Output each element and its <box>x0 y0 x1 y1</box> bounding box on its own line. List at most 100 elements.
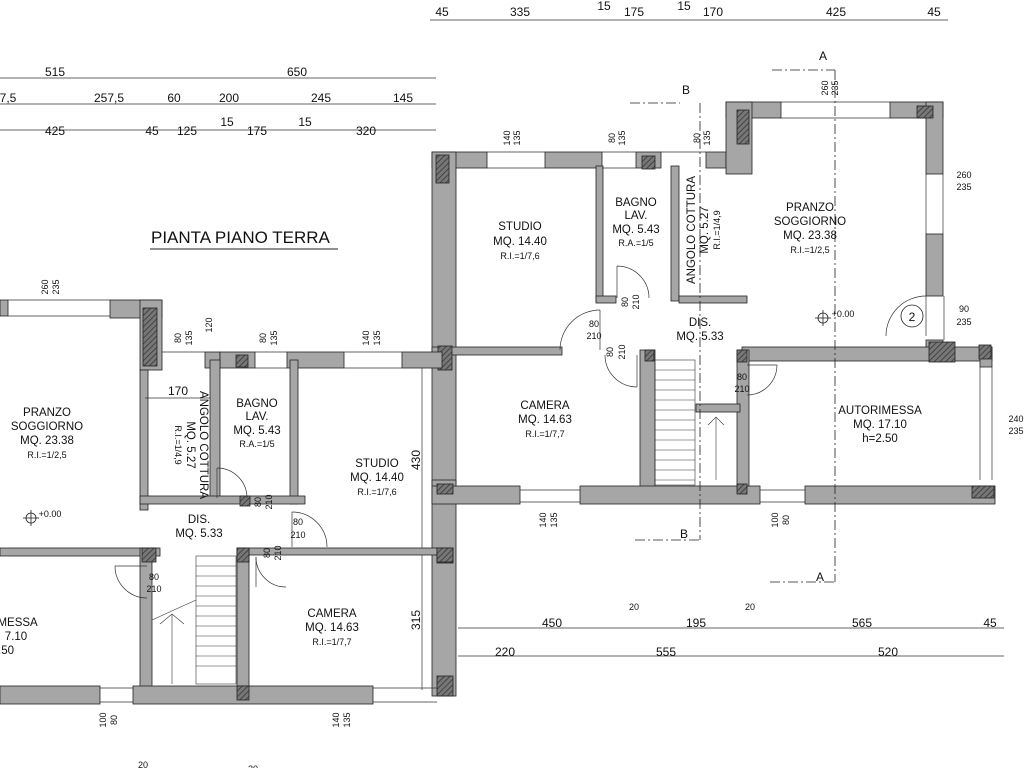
svg-text:80: 80 <box>262 548 272 558</box>
svg-text:245: 245 <box>311 91 331 105</box>
svg-text:135: 135 <box>512 130 522 145</box>
svg-text:IMESSA: IMESSA <box>0 617 38 629</box>
svg-text:125: 125 <box>177 124 197 138</box>
left-unit-stairs <box>151 555 237 685</box>
svg-text:LAV.: LAV. <box>245 411 268 423</box>
section-b-top: B <box>682 83 690 97</box>
svg-text:R.I.=1/4,9: R.I.=1/4,9 <box>173 425 183 464</box>
svg-text:R.I.=1/2,5: R.I.=1/2,5 <box>27 450 66 460</box>
svg-text:BAGNO: BAGNO <box>615 197 657 209</box>
section-lines <box>630 69 836 583</box>
svg-text:20: 20 <box>629 602 639 612</box>
room-dis-left: DIS. MQ. 5.33 <box>175 514 222 540</box>
room-autorimessa-left: IMESSA 7.10 .50 <box>0 617 38 657</box>
svg-text:80: 80 <box>605 347 615 357</box>
room-angolo-right: ANGOLO COTTURA MQ. 5.27 R.I.=1/4,9 <box>686 176 722 284</box>
svg-text:80: 80 <box>781 515 791 525</box>
svg-text:CAMERA: CAMERA <box>307 608 357 620</box>
svg-text:MQ. 5.33: MQ. 5.33 <box>175 528 222 540</box>
svg-text:20: 20 <box>745 602 755 612</box>
dim-label: 45 <box>927 5 941 19</box>
svg-text:CAMERA: CAMERA <box>520 400 570 412</box>
svg-text:235: 235 <box>956 317 971 327</box>
svg-text:PRANZO: PRANZO <box>23 407 71 419</box>
svg-text:315: 315 <box>409 610 423 630</box>
room-autorimessa-right: AUTORIMESSA MQ. 17.10 h=2.50 <box>838 405 922 445</box>
svg-text:MQ. 5.33: MQ. 5.33 <box>676 331 723 343</box>
svg-text:MQ. 5.43: MQ. 5.43 <box>612 224 659 236</box>
room-camera-left: CAMERA MQ. 14.63 R.I.=1/7,7 <box>305 608 359 647</box>
room-pranzo-right: PRANZO SOGGIORNO MQ. 23.38 R.I.=1/2,5 <box>774 202 846 255</box>
left-door-labels: 80 210 80 210 80 210 80 210 <box>146 494 305 594</box>
dim-label: 170 <box>703 5 723 19</box>
right-unit-walls <box>431 101 996 697</box>
level-label: +0.00 <box>39 509 62 519</box>
svg-text:MQ. 23.38: MQ. 23.38 <box>783 230 837 242</box>
svg-text:257,5: 257,5 <box>94 91 124 105</box>
left-unit-windows <box>8 299 437 703</box>
svg-text:450: 450 <box>542 616 562 630</box>
svg-text:DIS.: DIS. <box>689 317 711 329</box>
svg-text:200: 200 <box>219 91 239 105</box>
svg-text:135: 135 <box>372 330 382 345</box>
svg-text:220: 220 <box>495 645 515 659</box>
section-a-bottom: A <box>816 570 824 584</box>
plan-title: PIANTA PIANO TERRA <box>151 228 331 247</box>
svg-text:R.I.=1/7,7: R.I.=1/7,7 <box>525 429 564 439</box>
left-dimension-lines <box>0 77 436 131</box>
svg-text:210: 210 <box>146 584 161 594</box>
reference-marker: 2 <box>900 304 924 328</box>
svg-text:175: 175 <box>247 124 267 138</box>
svg-text:STUDIO: STUDIO <box>355 458 399 470</box>
right-unit-doors <box>559 265 927 396</box>
svg-text:235: 235 <box>1008 426 1023 436</box>
svg-text:MQ. 5.27: MQ. 5.27 <box>699 206 711 253</box>
level-marker-left: +0.00 <box>23 509 61 526</box>
dim-label: 15 <box>677 0 691 13</box>
svg-text:MQ. 14.63: MQ. 14.63 <box>518 414 572 426</box>
svg-text:MQ. 5.43: MQ. 5.43 <box>233 425 280 437</box>
svg-text:R.I.=1/7,6: R.I.=1/7,6 <box>357 487 396 497</box>
dim-label: 335 <box>510 5 530 19</box>
right-unit-windows <box>487 101 993 503</box>
svg-text:MQ. 23.38: MQ. 23.38 <box>20 435 74 447</box>
room-studio-right: STUDIO MQ. 14.40 R.I.=1/7,6 <box>493 221 547 261</box>
svg-text:210: 210 <box>734 384 749 394</box>
svg-text:80: 80 <box>607 133 617 143</box>
svg-text:2: 2 <box>909 310 916 324</box>
right-dimension-lines <box>421 19 1004 690</box>
dim-label: 175 <box>624 5 644 19</box>
svg-text:210: 210 <box>617 344 627 359</box>
svg-text:R.I.=1/4,9: R.I.=1/4,9 <box>712 210 722 249</box>
room-bagno-right: BAGNO LAV. MQ. 5.43 R.A.=1/5 <box>612 197 659 248</box>
svg-text:320: 320 <box>356 124 376 138</box>
dim-label: 15 <box>597 0 611 13</box>
svg-text:80: 80 <box>589 319 599 329</box>
svg-text:MQ. 17.10: MQ. 17.10 <box>853 419 907 431</box>
svg-text:MQ. 5.27: MQ. 5.27 <box>184 421 196 468</box>
right-window-labels: 140 135 80 135 80 135 260 235 260 235 90… <box>502 80 1024 527</box>
svg-text:240: 240 <box>1008 414 1023 424</box>
svg-text:PRANZO: PRANZO <box>786 202 834 214</box>
svg-text:520: 520 <box>878 645 898 659</box>
svg-text:140: 140 <box>502 130 512 145</box>
svg-text:h=2.50: h=2.50 <box>862 433 898 445</box>
left-vertical-dimensions: 430 315 <box>409 450 423 630</box>
svg-text:MQ. 14.40: MQ. 14.40 <box>493 236 547 248</box>
svg-text:45: 45 <box>983 616 997 630</box>
section-markers: B B A A <box>680 49 827 584</box>
svg-text:260: 260 <box>820 80 830 95</box>
svg-text:100: 100 <box>770 512 780 527</box>
room-dis-right: DIS. MQ. 5.33 <box>676 317 723 343</box>
svg-text:210: 210 <box>631 294 641 309</box>
left-unit-pillars <box>141 307 454 701</box>
svg-text:7,5: 7,5 <box>0 91 17 105</box>
svg-text:140: 140 <box>331 712 341 727</box>
svg-text:650: 650 <box>287 65 307 79</box>
svg-text:60: 60 <box>167 91 181 105</box>
svg-text:260: 260 <box>956 170 971 180</box>
svg-text:LAV.: LAV. <box>624 210 647 222</box>
svg-text:90: 90 <box>959 304 969 314</box>
svg-text:135: 135 <box>617 130 627 145</box>
